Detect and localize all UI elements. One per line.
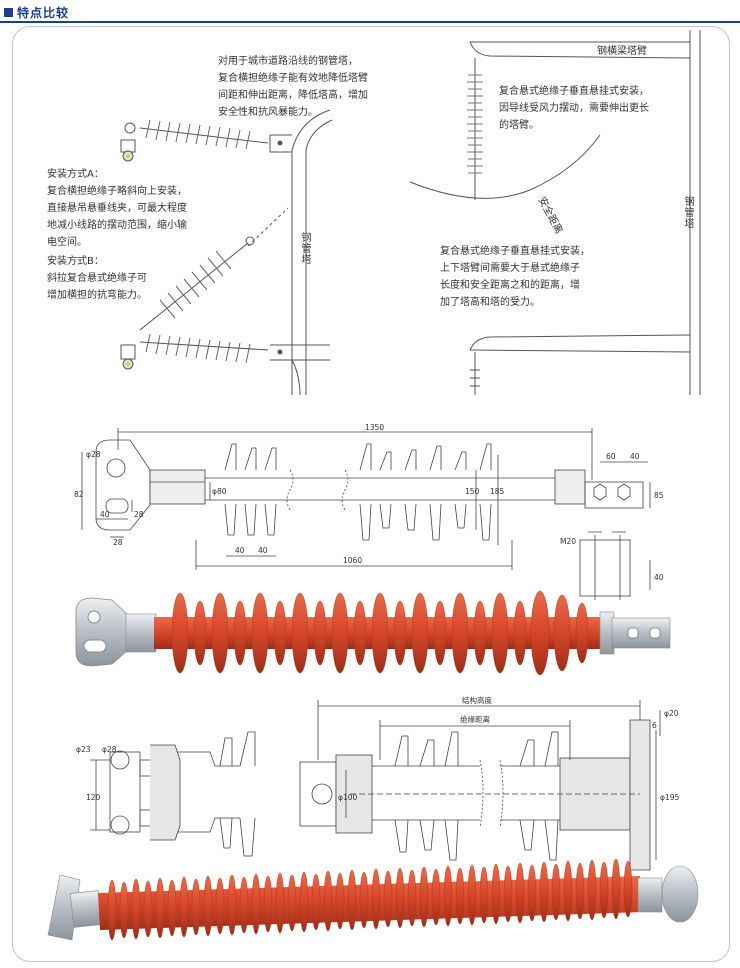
right-description-1: 复合悬式绝缘子垂直悬挂式安装， 因导线受风力摆动，需要伸出更长 的塔臂。: [499, 83, 649, 134]
drawing2-outline: [90, 700, 661, 871]
dim-28: φ28: [102, 745, 117, 754]
dim-structure-height: 结构高度: [462, 695, 492, 705]
dim-20: φ20: [664, 709, 679, 718]
header-rule: [0, 21, 740, 23]
method-b-text: 安装方式B： 斜拉复合悬式绝缘子可 增加横担的抗弯能力。: [47, 253, 147, 304]
dim-end-85: 85: [654, 491, 664, 500]
dim-28a: 28: [134, 510, 144, 519]
method-a-line: 电空间。: [47, 237, 87, 248]
right-desc2-line: 上下塔臂间需要大于悬式绝缘子: [440, 263, 580, 274]
dim-end-60: 60: [606, 452, 616, 461]
crossarm-insulator-photo: [75, 590, 671, 676]
dim-120: 120: [86, 793, 101, 802]
right-desc1-line: 因导线受风力摆动，需要伸出更长: [499, 103, 649, 114]
right-desc1-line: 的塔臂。: [499, 120, 539, 131]
dim-shed-40b: 40: [258, 546, 268, 555]
method-b-line: 增加横担的抗弯能力。: [47, 290, 147, 301]
method-a-line: 地减小线路的摆动范围，缩小输: [47, 220, 187, 231]
drawing2-dims: 结构高度 绝缘距离 φ23 φ28 120 φ100 6 φ20 φ195: [76, 695, 679, 802]
content-frame: [12, 26, 730, 962]
dim-end-40b: 40: [654, 573, 664, 582]
dim-185: 185: [490, 487, 505, 496]
right-tower-sketch: [409, 30, 701, 395]
dim-40a: 40: [100, 510, 110, 519]
left-description: 对用于城市道路沿线的钢管塔， 复合横担绝缘子能有效地降低塔臂 间距和伸出距离，降…: [218, 53, 368, 121]
dim-6: 6: [652, 721, 657, 730]
left-desc-line: 对用于城市道路沿线的钢管塔，: [218, 56, 358, 67]
left-tower-label: 钢管塔: [299, 232, 310, 265]
right-desc1-line: 复合悬式绝缘子垂直悬挂式安装，: [499, 86, 649, 97]
dim-bolt: M20: [560, 537, 576, 546]
method-b-line: 安装方式B：: [47, 256, 104, 267]
method-a-line: 直接悬吊悬垂线夹，可最大程度: [47, 203, 187, 214]
left-tower-sketch: [120, 109, 333, 396]
dim-82: 82: [74, 490, 84, 499]
drawing1-outline: [81, 428, 651, 600]
dim-end-40: 40: [630, 452, 640, 461]
dim-195: φ195: [660, 793, 679, 802]
left-desc-line: 间距和伸出距离，降低塔高，增加: [218, 90, 368, 101]
section-header: 特点比较: [4, 4, 69, 20]
right-description-2: 复合悬式绝缘子垂直悬挂式安装， 上下塔臂间需要大于悬式绝缘子 长度和安全距离之和…: [440, 243, 590, 311]
right-tower-label: 钢管塔: [682, 196, 693, 229]
method-a-line: 复合横担绝缘子略斜向上安装，: [47, 186, 187, 197]
dim-rod: φ80: [212, 487, 227, 496]
right-desc2-line: 复合悬式绝缘子垂直悬挂式安装，: [440, 246, 590, 257]
drawing1-dims: 1350 φ28 82 40 28 28 φ80 150 185 40 40 1…: [74, 423, 664, 582]
dim-shed-40a: 40: [235, 546, 245, 555]
section-marker-icon: [4, 7, 13, 17]
section-title: 特点比较: [17, 5, 70, 20]
suspension-insulator-photo: [47, 858, 699, 941]
dim-150: 150: [465, 487, 480, 496]
method-b-line: 斜拉复合悬式绝缘子可: [47, 273, 147, 284]
right-desc2-line: 加了塔高和塔的受力。: [440, 297, 540, 308]
beam-label: 钢横梁塔臂: [597, 46, 647, 57]
left-desc-line: 安全性和抗风暴能力。: [218, 107, 318, 118]
dim-insulation: 1060: [343, 556, 362, 565]
method-a-text: 安装方式A： 复合横担绝缘子略斜向上安装， 直接悬吊悬垂线夹，可最大程度 地减小…: [47, 166, 187, 251]
method-a-line: 安装方式A：: [47, 169, 104, 180]
dim-hole: φ28: [86, 450, 101, 459]
dim-23: φ23: [76, 745, 91, 754]
right-desc2-line: 长度和安全距离之和的距离，增: [440, 280, 580, 291]
left-desc-line: 复合横担绝缘子能有效地降低塔臂: [218, 73, 368, 84]
dim-overall: 1350: [365, 423, 384, 432]
dim-100: φ100: [338, 793, 357, 802]
dim-insulation-distance: 绝缘距离: [460, 714, 490, 724]
dim-28b: 28: [113, 538, 123, 547]
